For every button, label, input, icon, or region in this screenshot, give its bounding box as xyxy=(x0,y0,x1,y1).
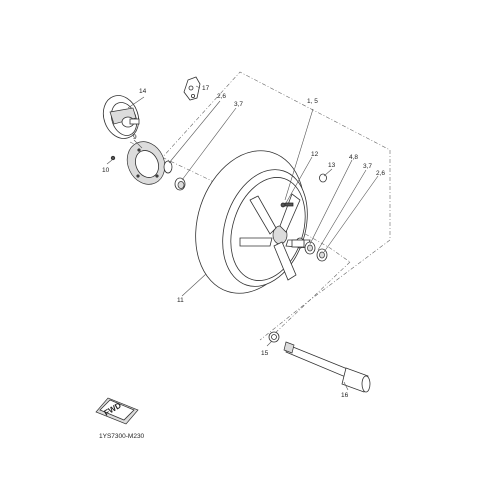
part-14-brake-hub xyxy=(102,95,140,139)
part-12-valve xyxy=(280,202,294,208)
callout-4-8: 4,8 xyxy=(349,154,358,161)
part-15-nut xyxy=(268,331,280,343)
part-13-spacer xyxy=(319,173,327,183)
callout-3-7-right: 3,7 xyxy=(363,163,372,170)
assembly-outline xyxy=(159,71,391,341)
part-16-axle xyxy=(283,341,371,393)
drawing-code: 1YS7300-M230 xyxy=(99,433,145,440)
callout-1-5: 1, 5 xyxy=(307,98,318,105)
callout-9: 9 xyxy=(133,134,137,141)
callout-2-6-right: 2,6 xyxy=(376,170,385,177)
part-17-bracket xyxy=(183,76,201,101)
part-10-screw xyxy=(110,155,116,161)
callout-16: 16 xyxy=(341,392,349,399)
right-collar-and-bearings xyxy=(291,237,328,262)
callout-labels: 14 17 2,6 3,7 1, 5 9 12 4,8 13 3,7 10 2,… xyxy=(102,85,385,399)
callout-2-6-left: 2,6 xyxy=(217,93,226,100)
part-9-brake-plate xyxy=(126,141,166,185)
callout-12: 12 xyxy=(311,151,319,158)
leader-lines xyxy=(106,85,379,391)
callout-14: 14 xyxy=(139,88,147,95)
left-bearing-and-seal xyxy=(163,160,186,191)
callout-15: 15 xyxy=(261,350,269,357)
callout-17: 17 xyxy=(202,85,210,92)
callout-11: 11 xyxy=(177,297,184,304)
callout-10: 10 xyxy=(102,167,110,174)
fwd-indicator-icon: FWD xyxy=(95,397,139,425)
callout-13: 13 xyxy=(328,162,336,169)
callout-3-7-left: 3,7 xyxy=(234,101,243,108)
part-11-wheel xyxy=(195,150,311,294)
